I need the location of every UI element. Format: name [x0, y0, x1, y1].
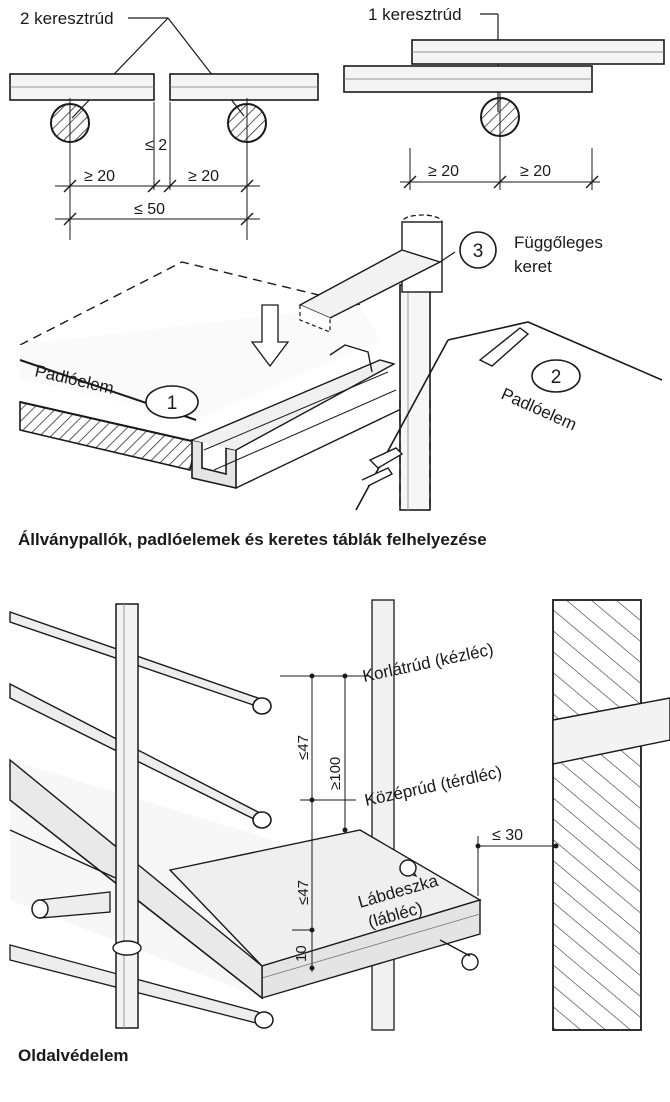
right-crossbar-label: 1 keresztrúd — [368, 5, 462, 24]
dim-right-overhang: ≥ 20 — [188, 168, 219, 185]
bottom-caption: Oldalvédelem — [18, 1046, 129, 1065]
dim-span-max: ≤ 50 — [134, 201, 165, 218]
dim-toeboard-height: 10 — [293, 945, 310, 962]
dim-overhang-b: ≥ 20 — [520, 163, 551, 180]
detail-two-crossbars: 2 keresztrúd ≤ 2 ≥ 20 ≥ 20 ≤ 50 — [9, 9, 319, 240]
side-protection-isometric: ≤47 ≥100 ≤47 10 ≤ 30 Korlátrúd (kézléc) … — [9, 599, 670, 1031]
wall-beam — [552, 697, 670, 765]
vertical-frame-label-line2: keret — [514, 257, 552, 276]
vertical-post — [399, 284, 431, 511]
vertical-frame-label-line1: Függőleges — [514, 233, 603, 252]
floor-element-2-number-badge — [531, 359, 581, 393]
front-post — [115, 603, 139, 1029]
building-wall — [552, 599, 642, 1031]
top-caption: Állványpallók, padlóelemek és keretes tá… — [18, 530, 487, 549]
leader-to-left-tube — [71, 17, 169, 119]
detail-one-crossbar: 1 keresztrúd ≥ 20 ≥ 20 — [343, 5, 665, 190]
u-channel-profile — [191, 439, 237, 490]
dim-rail-spacing-upper: ≤47 — [295, 735, 312, 760]
dim-left-overhang: ≥ 20 — [84, 168, 115, 185]
dim-gap-max: ≤ 2 — [145, 137, 167, 154]
left-crossbar-label: 2 keresztrúd — [20, 9, 114, 28]
vertical-frame-number-badge — [459, 231, 497, 269]
placement-arrow-icon — [250, 304, 290, 368]
floor-element-1-outline — [19, 261, 361, 346]
guardrail-tube — [9, 611, 271, 712]
dim-wall-gap: ≤ 30 — [492, 827, 523, 844]
floor-element-1-number-badge — [145, 385, 199, 419]
floor-element-1-number: 1 — [167, 393, 178, 414]
dim-overhang-a: ≥ 20 — [428, 163, 459, 180]
floor-element-2-number: 2 — [551, 367, 562, 388]
dim-rail-spacing-lower: ≤47 — [295, 880, 312, 905]
vertical-frame-number: 3 — [473, 241, 484, 262]
floor-element-2-outline — [447, 321, 663, 381]
dim-total-height: ≥100 — [327, 757, 344, 790]
floor-element-2-label: Padlóelem — [498, 384, 579, 434]
leader-to-right-tube — [167, 17, 245, 117]
floor-elements-isometric: 3 Függőleges keret Padlóelem 1 2 Padlóel… — [19, 214, 663, 511]
